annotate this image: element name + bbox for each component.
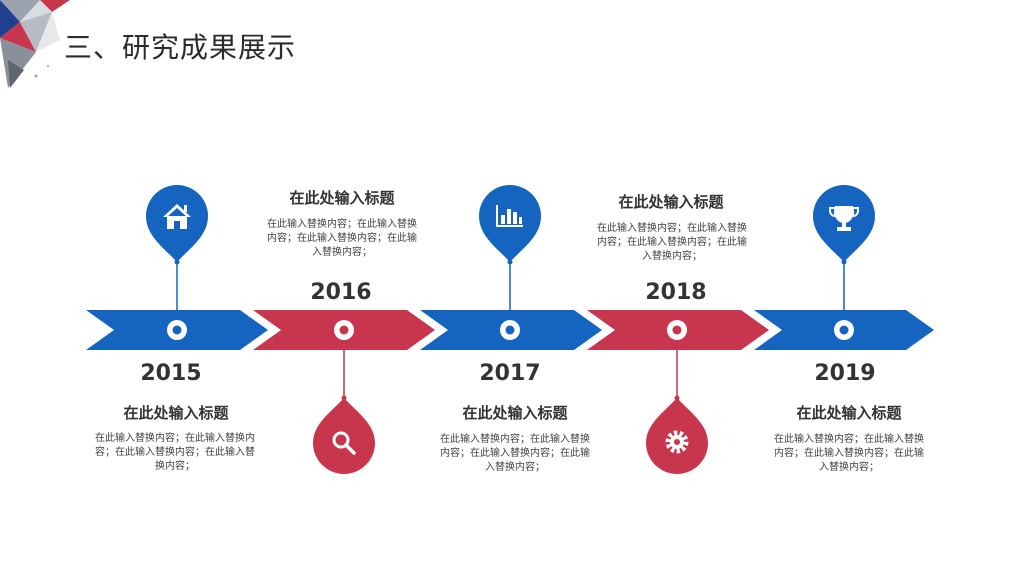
milestone-description-2018: 在此输入替换内容；在此输入替换内容；在此输入替换内容；在此输入替换内容； bbox=[597, 223, 747, 262]
milestone-2018 bbox=[646, 320, 708, 474]
corner-decoration bbox=[0, 0, 70, 88]
home-icon bbox=[163, 204, 191, 229]
milestone-description-2016: 在此输入替换内容；在此输入替换内容；在此输入替换内容；在此输入替换内容； bbox=[267, 219, 417, 258]
year-label-2016: 2016 bbox=[310, 280, 372, 305]
gear-icon bbox=[665, 430, 689, 454]
milestone-heading-2019: 在此处输入标题 bbox=[796, 404, 902, 422]
year-label-2019: 2019 bbox=[814, 361, 876, 386]
milestone-heading-2017: 在此处输入标题 bbox=[462, 404, 568, 422]
milestone-heading-2016: 在此处输入标题 bbox=[289, 189, 395, 207]
search-icon bbox=[332, 431, 356, 455]
drop-marker bbox=[313, 398, 375, 474]
milestone-description-2015: 在此输入替换内容；在此输入替换内容；在此输入替换内容；在此输入替换内容； bbox=[95, 433, 255, 472]
page-title: 三、研究成果展示 bbox=[64, 31, 297, 64]
milestone-description-2019: 在此输入替换内容；在此输入替换内容；在此输入替换内容；在此输入替换内容； bbox=[774, 434, 924, 473]
milestone-2015 bbox=[146, 185, 208, 340]
bar-chart-icon bbox=[496, 205, 523, 227]
milestone-2017 bbox=[479, 185, 541, 340]
year-label-2018: 2018 bbox=[645, 280, 707, 305]
milestone-2019 bbox=[813, 185, 875, 340]
milestone-heading-2018: 在此处输入标题 bbox=[618, 193, 724, 211]
milestone-description-2017: 在此输入替换内容；在此输入替换内容；在此输入替换内容；在此输入替换内容； bbox=[440, 434, 590, 473]
milestone-heading-2015: 在此处输入标题 bbox=[123, 404, 229, 422]
year-label-2015: 2015 bbox=[140, 361, 202, 386]
milestone-2016 bbox=[313, 320, 375, 474]
trophy-icon bbox=[829, 206, 859, 231]
year-label-2017: 2017 bbox=[479, 361, 541, 386]
